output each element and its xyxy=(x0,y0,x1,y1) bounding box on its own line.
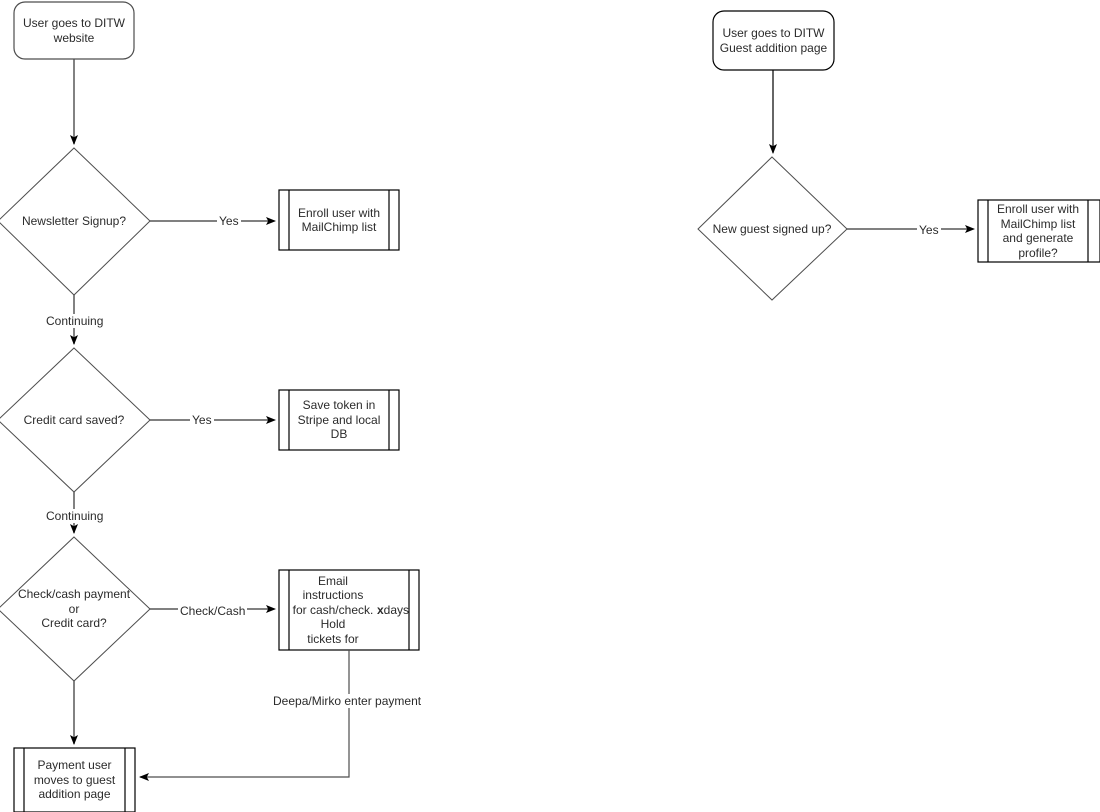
edge-label-credit-card-continuing: Continuing xyxy=(44,509,106,523)
node-payment-type-shape xyxy=(0,536,151,682)
node-start-guest-page-shape xyxy=(712,10,835,71)
edge-label-payment-check-cash: Check/Cash xyxy=(178,604,248,618)
edge-deepa-mirko-enter-payment xyxy=(139,650,350,781)
node-newsletter-signup-shape xyxy=(0,147,151,296)
node-enroll-mailchimp-shape xyxy=(278,189,400,251)
node-save-token-shape xyxy=(278,389,400,451)
edge-label-newsletter-continuing: Continuing xyxy=(44,314,106,328)
node-credit-card-saved-shape xyxy=(0,347,151,493)
node-payment-user-moves-shape xyxy=(13,747,136,812)
node-new-guest-signed-up-shape xyxy=(697,156,848,301)
edge-label-credit-card-yes: Yes xyxy=(190,413,214,427)
node-email-instructions-shape xyxy=(278,569,420,651)
edge-label-guest-yes: Yes xyxy=(917,223,941,237)
edge-label-deepa-mirko: Deepa/Mirko enter payment xyxy=(271,694,424,708)
edge-label-newsletter-yes: Yes xyxy=(217,214,241,228)
node-start-website-shape xyxy=(13,1,135,60)
node-enroll-mailchimp-profile-shape xyxy=(977,199,1100,263)
